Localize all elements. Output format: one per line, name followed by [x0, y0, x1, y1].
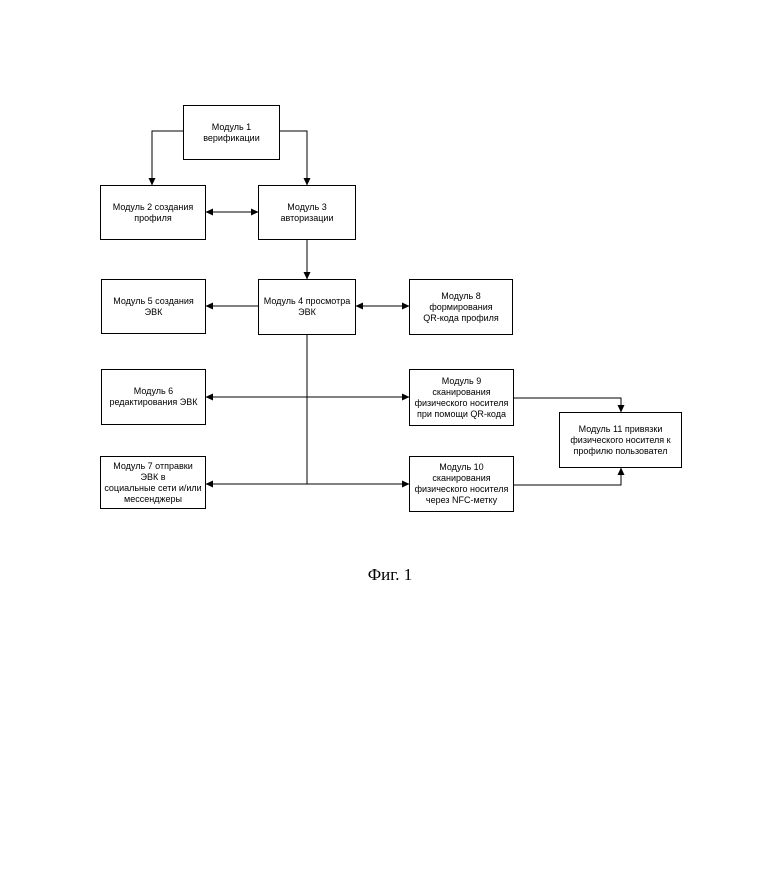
node-module-6: Модуль 6 редактирования ЭВК — [101, 369, 206, 425]
edge-m9-m11 — [514, 398, 621, 412]
node-module-7: Модуль 7 отправки ЭВК в социальные сети … — [100, 456, 206, 509]
figure-caption: Фиг. 1 — [0, 565, 780, 585]
node-module-4: Модуль 4 просмотра ЭВК — [258, 279, 356, 335]
node-module-1: Модуль 1 верификации — [183, 105, 280, 160]
edge-m1-m2 — [152, 131, 183, 185]
node-module-10: Модуль 10 сканирования физического носит… — [409, 456, 514, 512]
node-module-2: Модуль 2 создания профиля — [100, 185, 206, 240]
edge-m10-m11 — [514, 468, 621, 485]
node-module-9: Модуль 9 сканирования физического носите… — [409, 369, 514, 426]
node-module-5: Модуль 5 создания ЭВК — [101, 279, 206, 334]
node-module-11: Модуль 11 привязки физического носителя … — [559, 412, 682, 468]
node-module-8: Модуль 8 формирования QR-кода профиля — [409, 279, 513, 335]
edge-m1-m3 — [280, 131, 307, 185]
node-module-3: Модуль 3 авторизации — [258, 185, 356, 240]
